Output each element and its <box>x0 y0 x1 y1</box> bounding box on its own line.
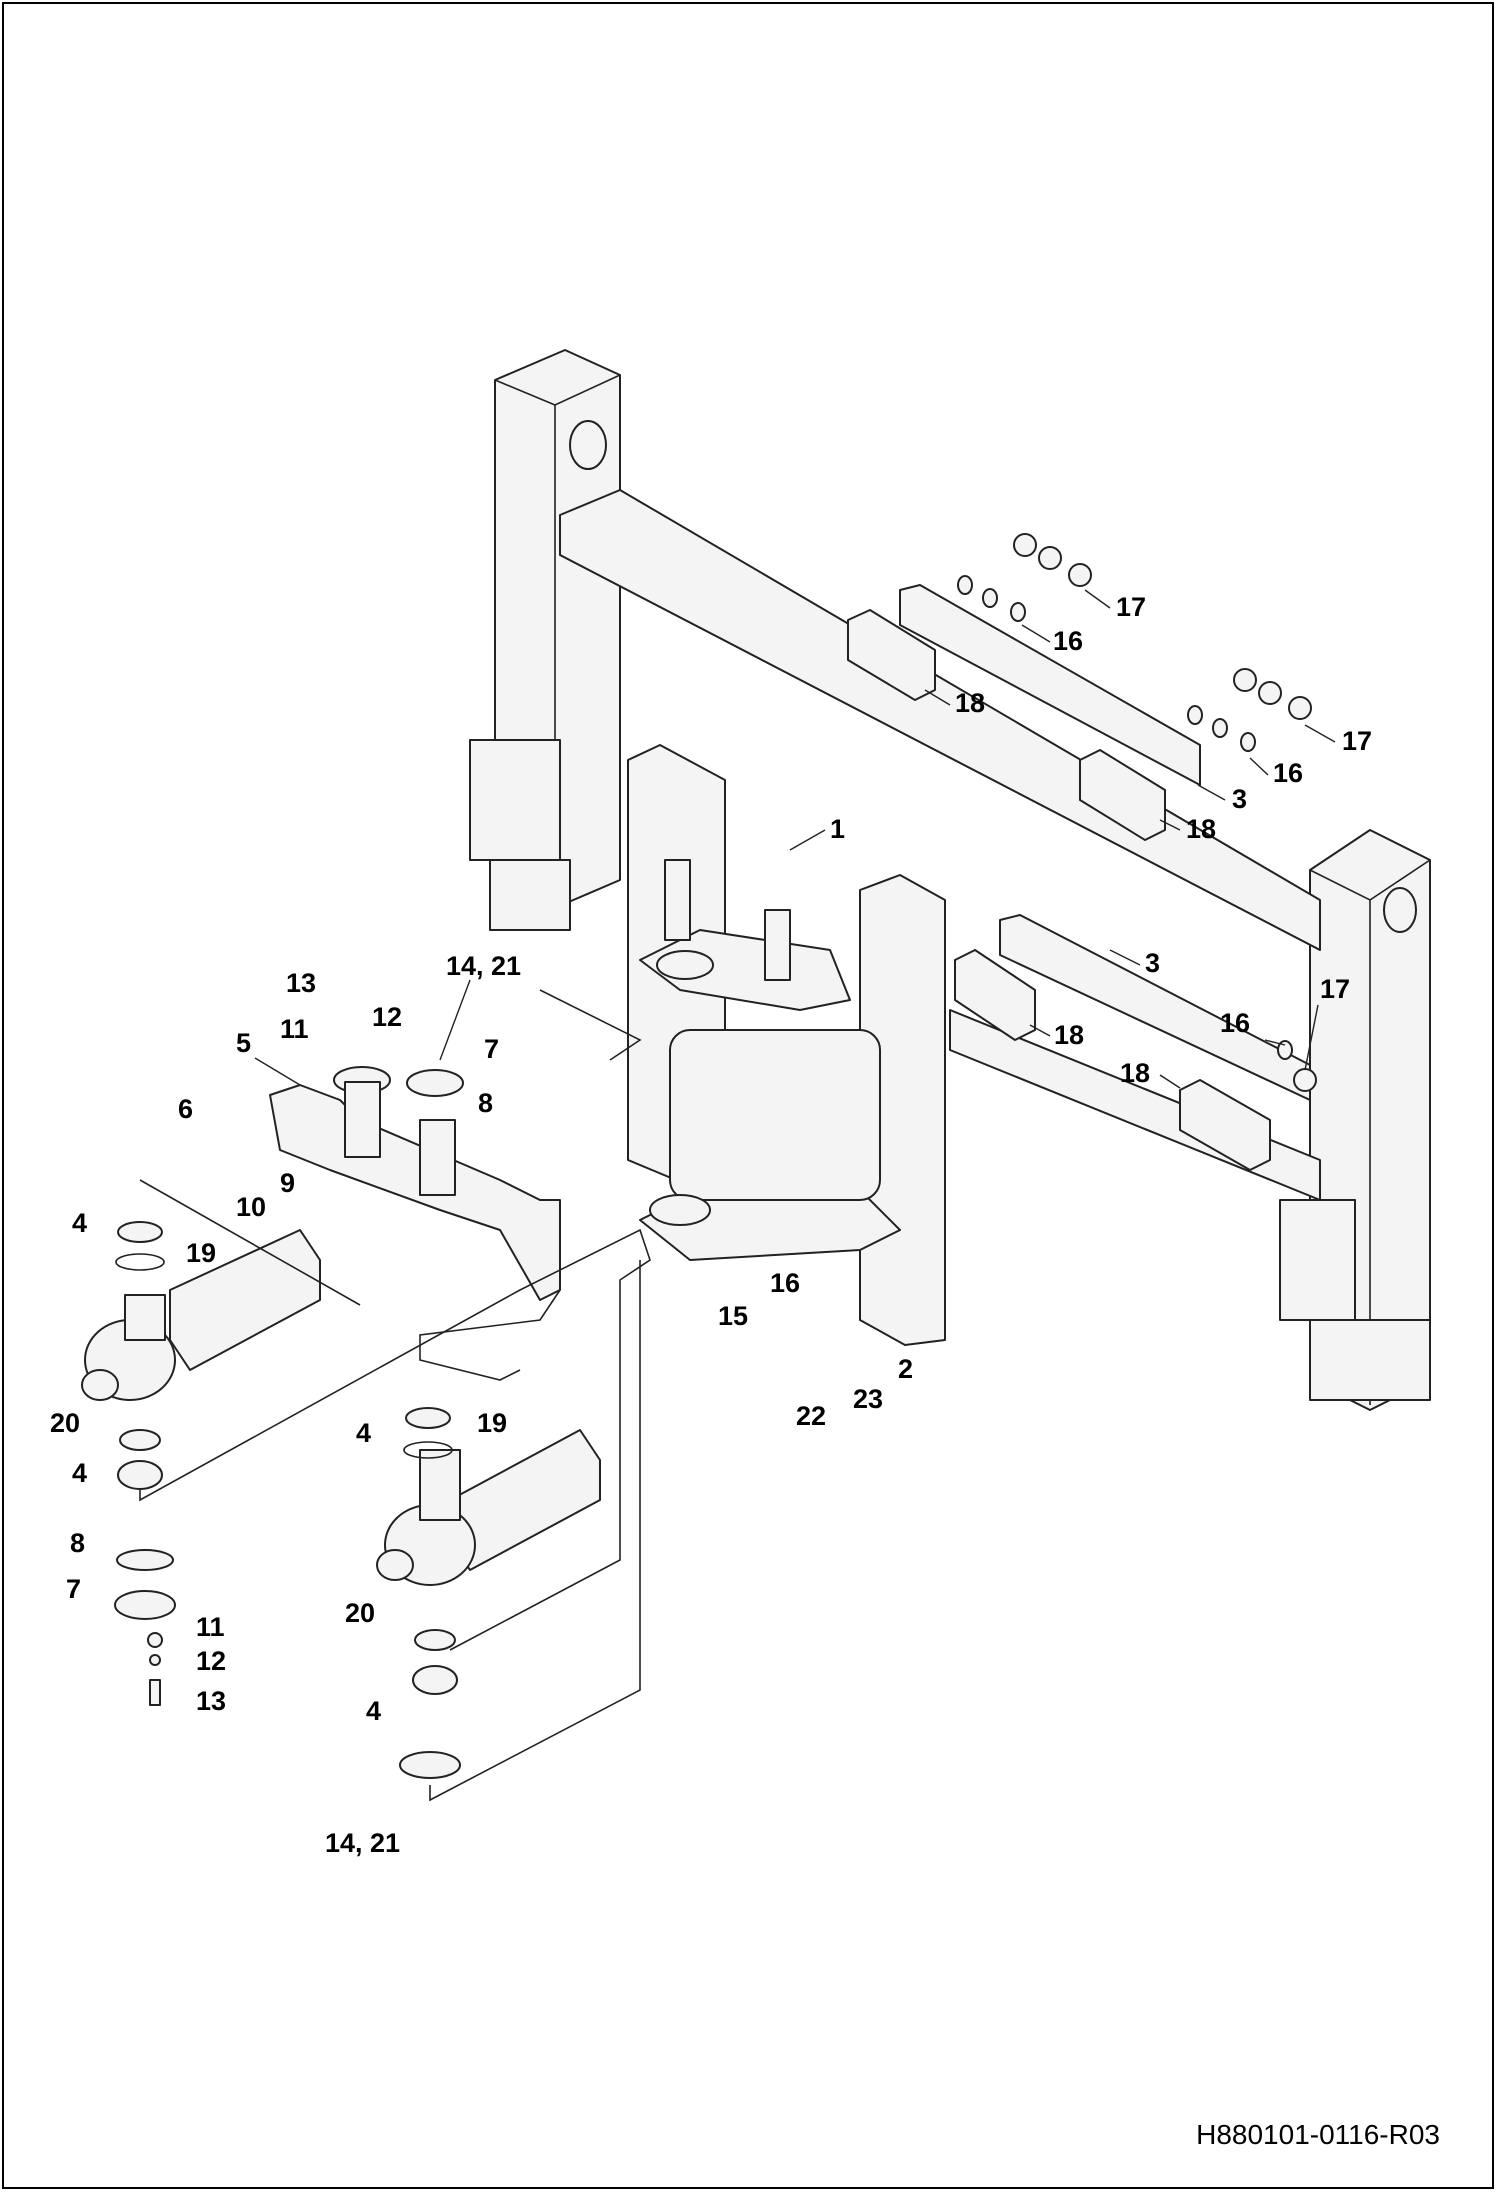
callout-16: 16 <box>1273 758 1303 788</box>
callout-8: 8 <box>478 1088 493 1118</box>
callout-14-21: 14, 21 <box>446 951 521 981</box>
callout-15: 15 <box>718 1301 748 1331</box>
lower-crossbeam <box>949 1009 1321 1201</box>
callout-11: 11 <box>280 1014 309 1044</box>
callout-7: 7 <box>484 1034 499 1064</box>
callout-3: 3 <box>1145 948 1160 978</box>
cylinder-bracket <box>269 1066 561 1301</box>
upper-crossbeam <box>559 489 1321 951</box>
callout-13: 13 <box>286 968 316 998</box>
callout-23: 23 <box>853 1384 883 1414</box>
callout-19: 19 <box>186 1238 216 1268</box>
callout-5: 5 <box>236 1028 251 1058</box>
callout-9: 9 <box>280 1168 295 1198</box>
assembly-lines <box>139 989 651 1802</box>
callout-17: 17 <box>1342 726 1372 756</box>
nuts-and-washers <box>957 533 1317 1092</box>
hydraulic-cylinder-upper <box>81 1221 321 1490</box>
shim-blocks <box>847 609 1271 1171</box>
callout-16: 16 <box>1053 626 1083 656</box>
callout-22: 22 <box>796 1401 826 1431</box>
carriage-frame <box>627 744 946 1346</box>
callout-18: 18 <box>1054 1020 1084 1050</box>
callout-20: 20 <box>50 1408 80 1438</box>
callout-leaders <box>254 589 1336 1089</box>
callout-labels: 1 2 3 3 4 4 4 4 5 6 7 7 8 8 9 10 11 11 1… <box>50 592 1372 1858</box>
callout-4: 4 <box>72 1208 87 1238</box>
callout-4: 4 <box>356 1418 371 1448</box>
callout-20: 20 <box>345 1598 375 1628</box>
callout-17: 17 <box>1320 974 1350 1004</box>
callout-16: 16 <box>1220 1008 1250 1038</box>
callout-14-21: 14, 21 <box>325 1828 400 1858</box>
callout-10: 10 <box>236 1192 266 1222</box>
callout-18: 18 <box>1186 814 1216 844</box>
callout-8: 8 <box>70 1528 85 1558</box>
callout-11: 11 <box>196 1612 225 1642</box>
callout-4: 4 <box>72 1458 87 1488</box>
callout-19: 19 <box>477 1408 507 1438</box>
end-cap-assembly <box>114 1549 176 1706</box>
document-code: H880101-0116-R03 <box>1196 2119 1440 2150</box>
callout-17: 17 <box>1116 592 1146 622</box>
callout-16: 16 <box>770 1268 800 1298</box>
left-upright-post <box>469 349 621 931</box>
callout-12: 12 <box>196 1646 226 1676</box>
callout-18: 18 <box>955 688 985 718</box>
callout-3: 3 <box>1232 784 1247 814</box>
callout-4: 4 <box>366 1696 381 1726</box>
callout-12: 12 <box>372 1002 402 1032</box>
hydraulic-cylinder-lower <box>376 1407 601 1779</box>
callout-2: 2 <box>898 1354 913 1384</box>
callout-13: 13 <box>196 1686 226 1716</box>
callout-7: 7 <box>66 1574 81 1604</box>
callout-1: 1 <box>830 814 845 844</box>
callout-6: 6 <box>178 1094 193 1124</box>
callout-18: 18 <box>1120 1058 1150 1088</box>
